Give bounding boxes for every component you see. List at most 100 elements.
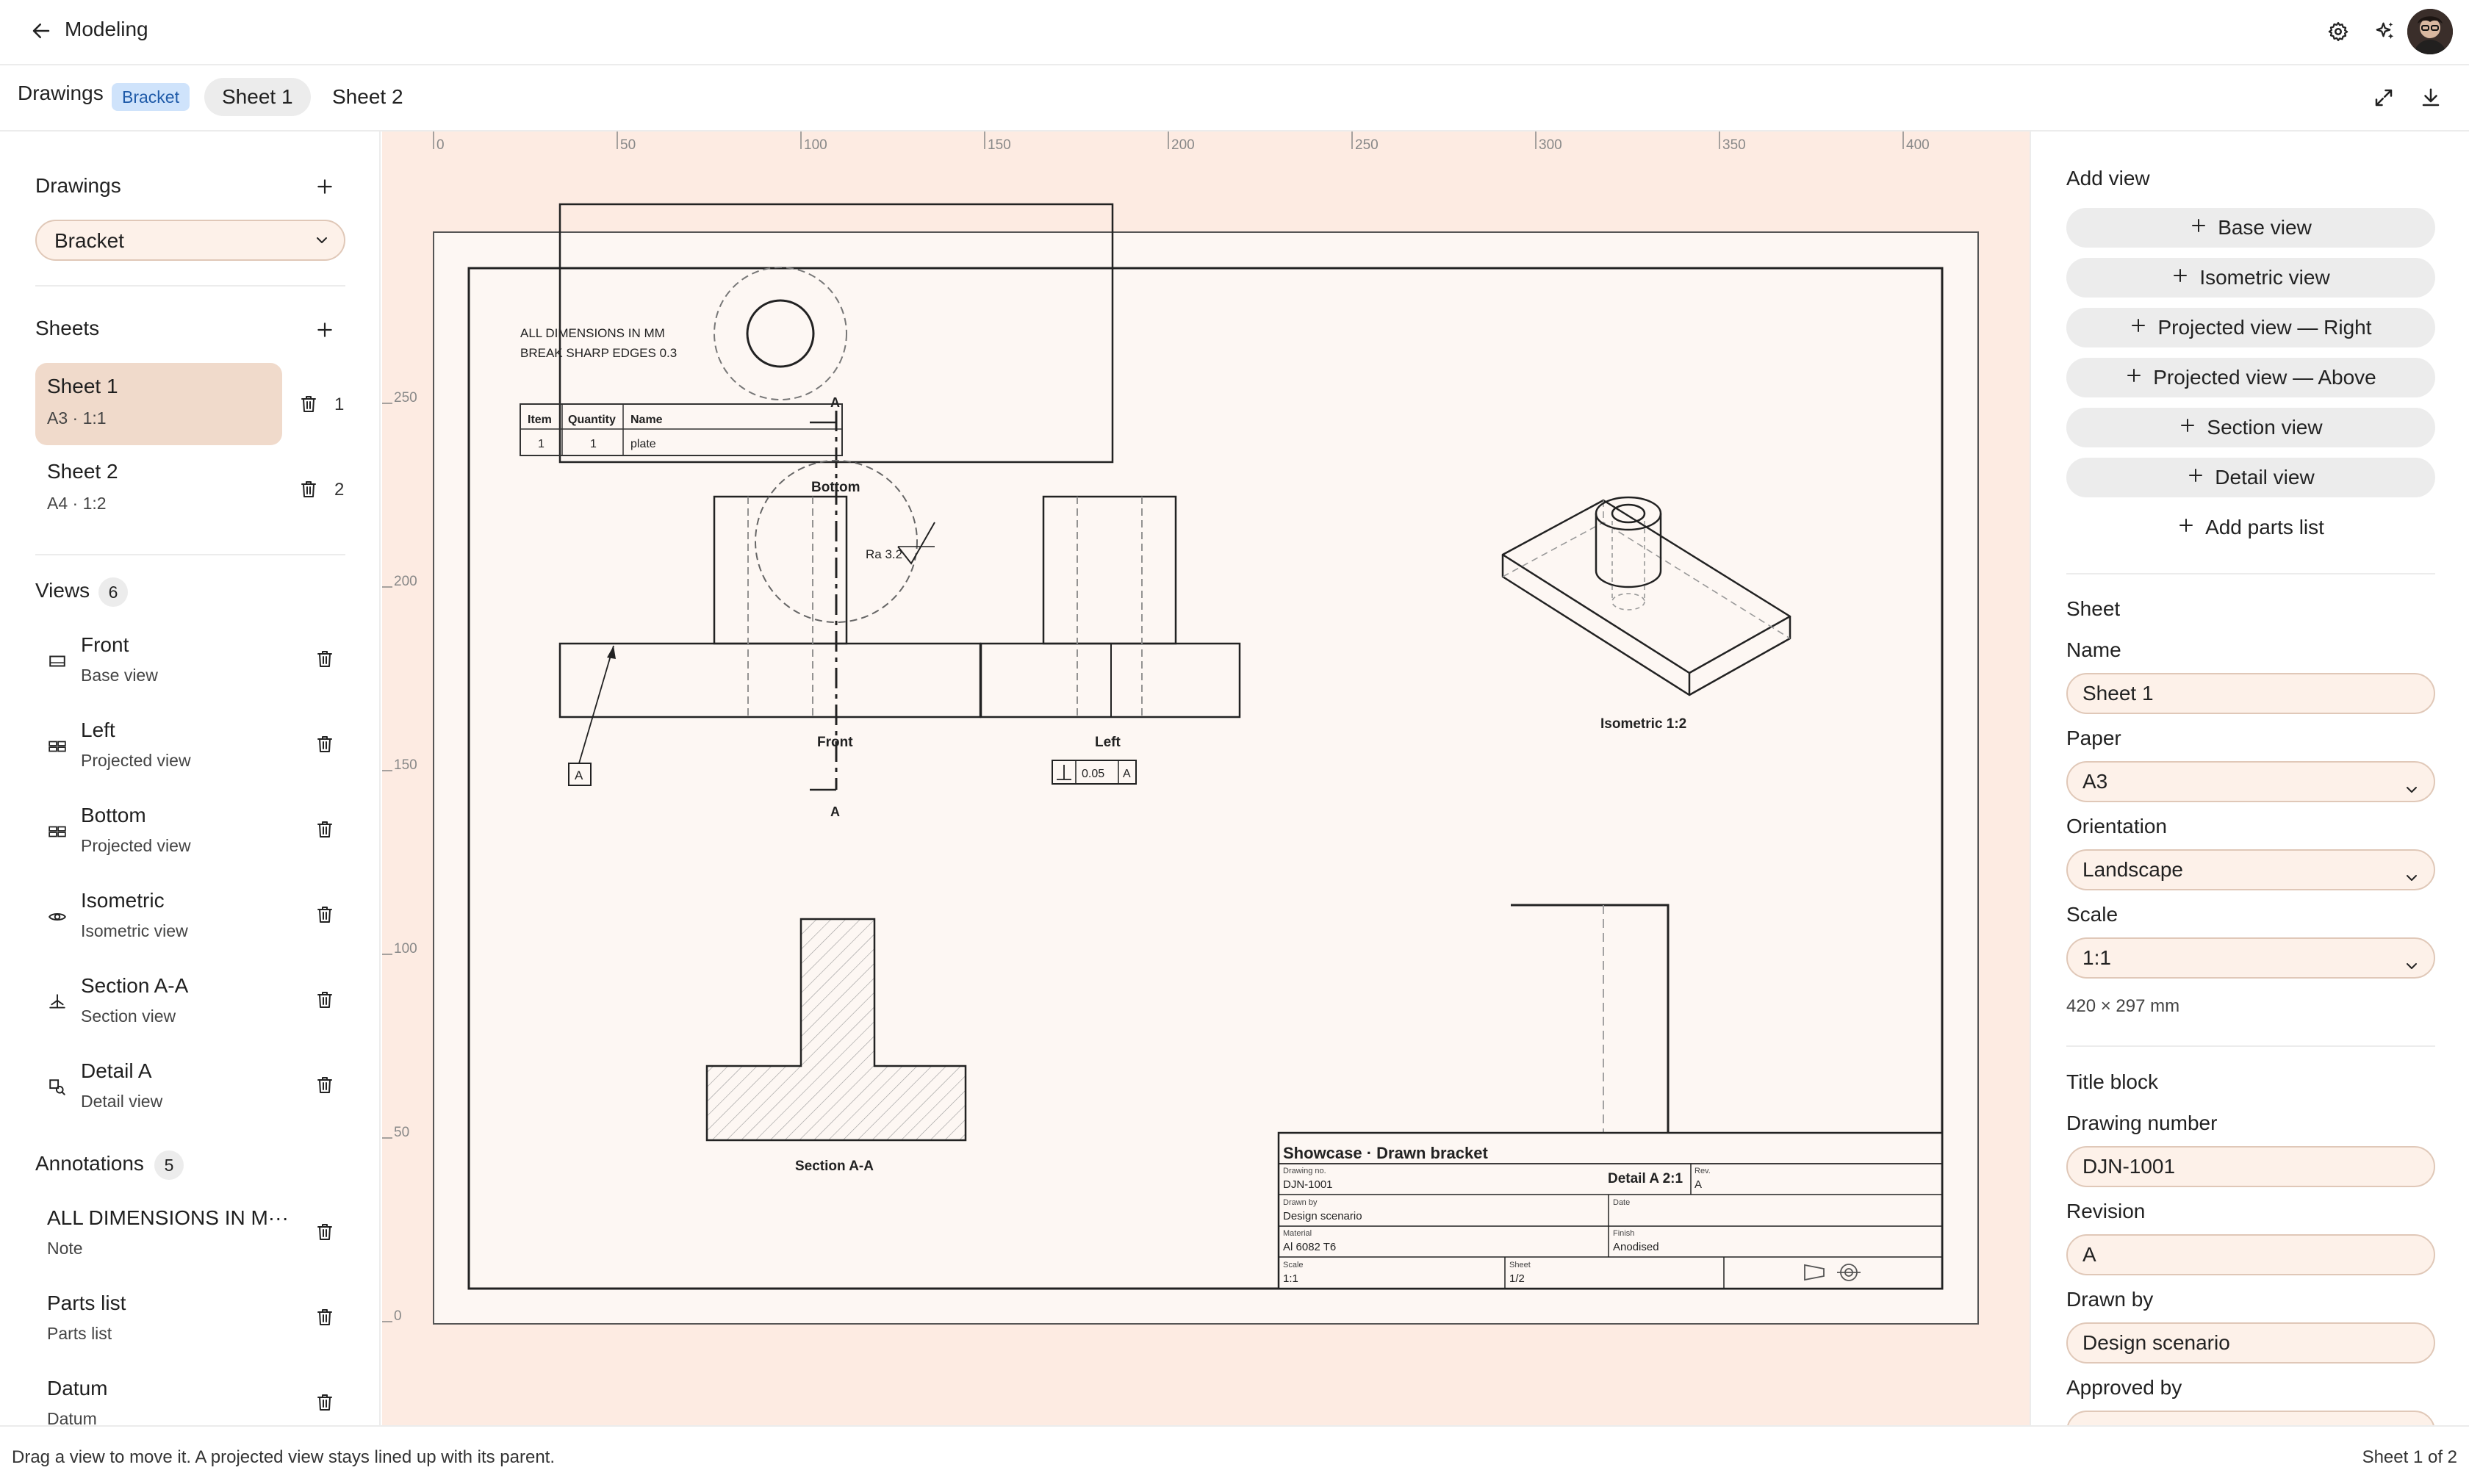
add-section-view-button[interactable]: Section view bbox=[2066, 408, 2435, 447]
tab-sheet-1[interactable]: Sheet 1 bbox=[204, 78, 311, 116]
annotation-type: Datum bbox=[47, 1409, 97, 1425]
parts-list-header: Quantity bbox=[568, 414, 616, 426]
annotation-type: Parts list bbox=[47, 1324, 112, 1343]
view-name[interactable]: Bottom bbox=[81, 804, 146, 826]
approved-by-input[interactable] bbox=[2066, 1411, 2435, 1425]
sheets-section-title: Sheets bbox=[35, 317, 100, 339]
view-name[interactable]: Isometric bbox=[81, 889, 165, 912]
perpendicularity-icon bbox=[1057, 765, 1071, 780]
ruler-y-tick: 0 bbox=[394, 1308, 402, 1324]
sheet-list-item[interactable]: Sheet 2 A4 · 1:2 bbox=[35, 448, 282, 530]
view-name[interactable]: Front bbox=[81, 633, 129, 656]
drawing-number-input[interactable]: DJN-1001 bbox=[2066, 1146, 2435, 1187]
fullscreen-expand-icon[interactable] bbox=[2366, 80, 2401, 115]
orientation-label: Orientation bbox=[2066, 815, 2167, 838]
plus-icon bbox=[2171, 266, 2189, 289]
plus-icon bbox=[2177, 516, 2195, 539]
view-label-bottom[interactable]: Bottom bbox=[811, 480, 860, 495]
button-label: Projected view — Above bbox=[2153, 366, 2376, 389]
delete-trash-icon[interactable] bbox=[312, 646, 338, 672]
orientation-select[interactable]: Landscape bbox=[2066, 849, 2435, 890]
sheet-name: Sheet 2 bbox=[47, 460, 118, 483]
delete-trash-icon[interactable] bbox=[312, 1072, 338, 1098]
ruler-x-tick: 100 bbox=[804, 137, 827, 153]
divider bbox=[2066, 1045, 2435, 1047]
tb-field-label: Material bbox=[1283, 1229, 1312, 1238]
view-label-left[interactable]: Left bbox=[1095, 735, 1121, 750]
ruler-x-tick: 400 bbox=[1906, 137, 1930, 153]
datum-symbol[interactable]: A bbox=[568, 645, 616, 786]
ruler-y-tick: 150 bbox=[394, 757, 417, 773]
delete-trash-icon[interactable] bbox=[312, 901, 338, 928]
ruler-x-tick: 150 bbox=[988, 137, 1011, 153]
view-label-front[interactable]: Front bbox=[817, 735, 853, 750]
parts-list-cell: plate bbox=[630, 438, 656, 450]
plus-icon bbox=[2187, 466, 2204, 489]
delete-trash-icon[interactable] bbox=[312, 1304, 338, 1330]
delete-trash-icon[interactable] bbox=[312, 731, 338, 757]
back-arrow-icon[interactable] bbox=[26, 16, 56, 46]
delete-trash-icon[interactable] bbox=[312, 1219, 338, 1245]
left-view[interactable] bbox=[980, 495, 1241, 718]
revision-input[interactable]: A bbox=[2066, 1234, 2435, 1275]
annotations-count-badge: 5 bbox=[154, 1150, 184, 1180]
gdt-feature-control-frame[interactable]: 0.05 A bbox=[1052, 760, 1137, 785]
sheet-number: 1 bbox=[334, 395, 345, 414]
annotation-name[interactable]: Parts list bbox=[47, 1292, 126, 1314]
drawn-by-input[interactable]: Design scenario bbox=[2066, 1322, 2435, 1364]
settings-gear-icon[interactable] bbox=[2321, 14, 2356, 49]
detail-view[interactable] bbox=[1511, 904, 1670, 1153]
add-isometric-view-button[interactable]: Isometric view bbox=[2066, 258, 2435, 298]
drawing-canvas[interactable]: 0 50 100 150 200 250 300 350 400 250 200… bbox=[382, 132, 2030, 1425]
delete-trash-icon[interactable] bbox=[295, 391, 322, 417]
parts-list-table[interactable]: Item Quantity Name 1 1 plate bbox=[520, 403, 843, 456]
drawing-border bbox=[467, 267, 1944, 1290]
add-base-view-button[interactable]: Base view bbox=[2066, 208, 2435, 248]
scale-label: Scale bbox=[2066, 903, 2118, 926]
delete-trash-icon[interactable] bbox=[312, 816, 338, 843]
sheet-name-input[interactable]: Sheet 1 bbox=[2066, 673, 2435, 714]
delete-trash-icon[interactable] bbox=[312, 1389, 338, 1416]
surface-roughness-label[interactable]: Ra 3.2 bbox=[866, 547, 902, 561]
scale-select-value: 1:1 bbox=[2082, 946, 2111, 969]
title-block[interactable]: Showcase · Drawn bracket Drawing no. DJN… bbox=[1277, 1131, 1944, 1290]
status-hint: Drag a view to move it. A projected view… bbox=[12, 1447, 556, 1467]
view-type: Isometric view bbox=[81, 921, 188, 940]
add-parts-list-button[interactable]: Add parts list bbox=[2066, 508, 2435, 547]
view-name[interactable]: Section A-A bbox=[81, 974, 189, 997]
section-view[interactable] bbox=[705, 918, 967, 1142]
ruler-y-tick: 200 bbox=[394, 574, 417, 589]
chevron-down-icon bbox=[2403, 861, 2421, 899]
add-projected-above-button[interactable]: Projected view — Above bbox=[2066, 358, 2435, 397]
sheet-list-item[interactable]: Sheet 1 A3 · 1:1 bbox=[35, 363, 282, 445]
add-sheet-plus-icon[interactable] bbox=[310, 315, 339, 345]
user-avatar[interactable] bbox=[2407, 9, 2453, 54]
scale-select[interactable]: 1:1 bbox=[2066, 937, 2435, 979]
plus-icon bbox=[2179, 416, 2196, 439]
view-name[interactable]: Detail A bbox=[81, 1059, 152, 1082]
add-drawing-plus-icon[interactable] bbox=[310, 172, 339, 201]
divider bbox=[35, 554, 345, 555]
download-icon[interactable] bbox=[2413, 80, 2448, 115]
drawings-breadcrumb[interactable]: Drawings bbox=[18, 82, 104, 104]
annotation-name[interactable]: ALL DIMENSIONS IN M··· bbox=[47, 1206, 289, 1229]
view-type: Section view bbox=[81, 1006, 176, 1026]
isometric-view[interactable] bbox=[1501, 496, 1791, 696]
annotation-name[interactable]: Datum bbox=[47, 1377, 108, 1400]
note-text[interactable]: BREAK SHARP EDGES 0.3 bbox=[520, 346, 677, 360]
add-detail-view-button[interactable]: Detail view bbox=[2066, 458, 2435, 497]
tab-sheet-2[interactable]: Sheet 2 bbox=[332, 85, 403, 108]
drawing-select[interactable]: Bracket bbox=[35, 220, 345, 261]
section-line[interactable]: A A bbox=[810, 395, 840, 819]
view-name[interactable]: Left bbox=[81, 718, 115, 741]
view-label-section[interactable]: Section A-A bbox=[795, 1159, 874, 1174]
view-label-isometric[interactable]: Isometric 1:2 bbox=[1600, 716, 1686, 732]
isometric-view-icon bbox=[46, 905, 69, 929]
add-projected-right-button[interactable]: Projected view — Right bbox=[2066, 308, 2435, 347]
ai-sparkle-icon[interactable] bbox=[2368, 14, 2403, 49]
delete-trash-icon[interactable] bbox=[295, 476, 322, 503]
delete-trash-icon[interactable] bbox=[312, 987, 338, 1013]
note-text[interactable]: ALL DIMENSIONS IN MM bbox=[520, 326, 665, 340]
paper-select[interactable]: A3 bbox=[2066, 761, 2435, 802]
drawing-sheet-svg[interactable]: 0 50 100 150 200 250 300 350 400 250 200… bbox=[382, 132, 2030, 1425]
